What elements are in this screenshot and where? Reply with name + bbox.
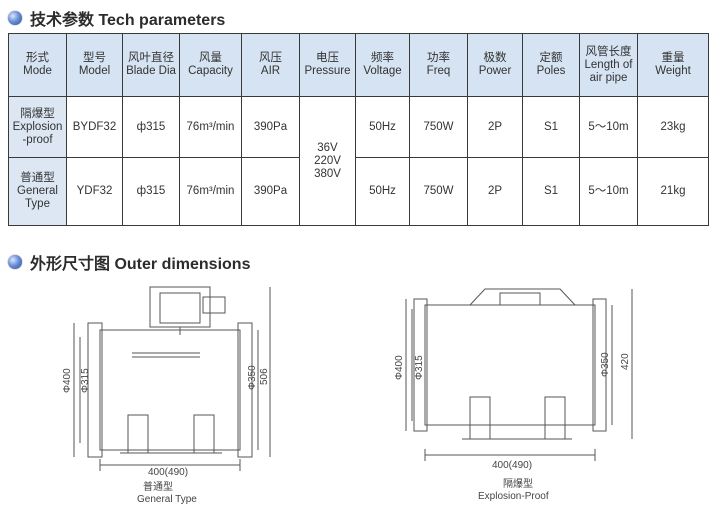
dim-height: 420 [620, 353, 631, 370]
top-housing [469, 288, 576, 306]
dim-height: 506 [259, 368, 270, 385]
tech-parameters-title: 技术参数 Tech parameters [30, 12, 226, 29]
cell-power: 2P [467, 157, 523, 226]
right-foot [193, 414, 215, 454]
dim-diameter-400: Φ400 [394, 355, 405, 380]
cell-freq: 750W [409, 96, 468, 158]
dim-diameter-315: Φ315 [414, 355, 425, 380]
explosion-proof-drawing [405, 288, 633, 461]
cell-air: 390Pa [241, 157, 300, 226]
cell-length: 5～10m [579, 96, 638, 158]
cell-model: BYDF32 [66, 96, 123, 158]
cell-voltage: 50Hz [355, 96, 410, 158]
left-flange [413, 298, 428, 432]
cell-blade-dia: ф315 [122, 96, 180, 158]
dim-diameter-350: Φ350 [600, 352, 611, 377]
cell-weight: 23kg [637, 96, 709, 158]
cell-poles: S1 [522, 96, 580, 158]
cell-poles: S1 [522, 157, 580, 226]
general-type-drawing [73, 286, 271, 471]
caption-cn: 隔爆型 [503, 477, 533, 490]
left-foot [127, 414, 149, 454]
cell-voltage: 50Hz [355, 157, 410, 226]
cell-weight: 21kg [637, 157, 709, 226]
drum-body [99, 329, 241, 451]
cell-capacity: 76m³/min [179, 96, 242, 158]
left-foot [469, 396, 491, 440]
dim-width: 400(490) [492, 460, 532, 471]
caption-en: Explosion-Proof [478, 491, 549, 502]
caption-en: General Type [137, 494, 197, 505]
dim-diameter-400: Φ400 [62, 368, 73, 393]
cell-model: YDF32 [66, 157, 123, 226]
right-flange [592, 298, 607, 432]
caption-cn: 普通型 [143, 480, 173, 493]
tech-parameters-heading: 技术参数 Tech parameters [8, 6, 225, 30]
right-flange [237, 322, 253, 458]
cell-blade-dia: ф315 [122, 157, 180, 226]
cell-capacity: 76m³/min [179, 157, 242, 226]
cell-power: 2P [467, 96, 523, 158]
cell-freq: 750W [409, 157, 468, 226]
dim-diameter-350: Φ350 [247, 365, 258, 390]
bullet-icon [8, 11, 22, 25]
dim-diameter-315: Φ315 [80, 368, 91, 393]
outer-dimensions-heading: 外形尺寸图 Outer dimensions [8, 250, 250, 274]
bullet-icon [8, 255, 22, 269]
outer-dimensions-drawing: Φ400 Φ315 Φ350 506 400(490) 普通型 General … [62, 286, 633, 505]
left-flange [87, 322, 103, 458]
right-foot [544, 396, 566, 440]
drum-body [424, 304, 596, 426]
dim-width: 400(490) [148, 467, 188, 478]
outer-dimensions-title: 外形尺寸图 Outer dimensions [30, 256, 251, 273]
cell-air: 390Pa [241, 96, 300, 158]
cell-length: 5～10m [579, 157, 638, 226]
